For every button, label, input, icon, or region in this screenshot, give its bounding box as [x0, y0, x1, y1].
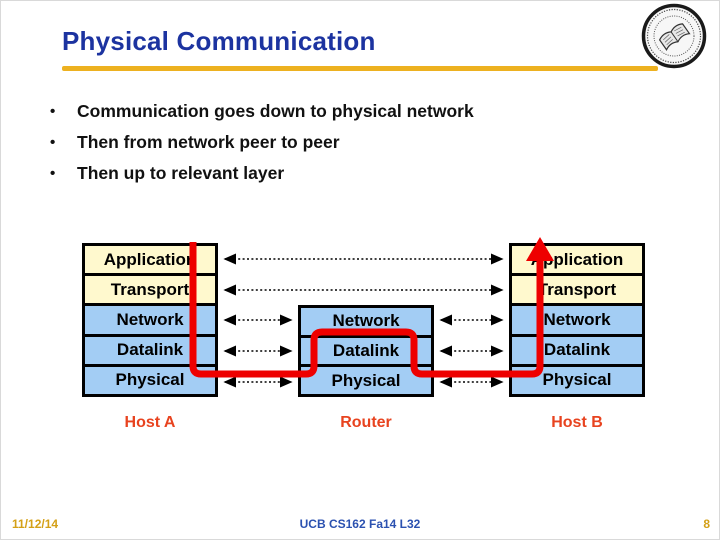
bullet-item: • Then up to relevant layer	[50, 158, 474, 189]
layer-physical: Physical	[85, 363, 215, 395]
bullet-item: • Then from network peer to peer	[50, 127, 474, 158]
bullet-marker: •	[50, 103, 56, 120]
protocol-stack-host-b: Application Transport Network Datalink P…	[509, 243, 645, 397]
layer-network: Network	[85, 303, 215, 334]
footer-page-number: 8	[703, 517, 710, 531]
protocol-stack-host-a: Application Transport Network Datalink P…	[82, 243, 218, 397]
layer-application: Application	[85, 246, 215, 274]
layer-datalink: Datalink	[85, 333, 215, 364]
host-a-label: Host A	[124, 414, 176, 431]
layer-datalink: Datalink	[301, 334, 431, 365]
layer-physical: Physical	[301, 364, 431, 395]
bullet-item: • Communication goes down to physical ne…	[50, 96, 474, 127]
title-underline	[62, 66, 658, 71]
bullet-marker: •	[50, 165, 56, 182]
layer-application: Application	[512, 246, 642, 274]
host-b-label: Host B	[551, 414, 603, 431]
layer-network: Network	[512, 303, 642, 334]
layer-datalink: Datalink	[512, 333, 642, 364]
layer-transport: Transport	[512, 273, 642, 304]
layer-physical: Physical	[512, 363, 642, 395]
bullet-text: Then from network peer to peer	[77, 132, 340, 152]
layer-network: Network	[301, 308, 431, 335]
bullet-marker: •	[50, 134, 56, 151]
footer-date: 11/12/14	[12, 517, 59, 531]
seal-graphic	[641, 3, 707, 69]
layer-transport: Transport	[85, 273, 215, 304]
bullet-text: Then up to relevant layer	[77, 163, 285, 183]
bullet-text: Communication goes down to physical netw…	[77, 101, 474, 121]
footer-course: UCB CS162 Fa14 L32	[299, 517, 421, 531]
uc-berkeley-seal-icon	[640, 3, 708, 69]
router-label: Router	[340, 414, 392, 431]
page-title: Physical Communication	[62, 26, 376, 56]
bullet-list: • Communication goes down to physical ne…	[50, 96, 474, 189]
protocol-stack-router: Network Datalink Physical	[298, 305, 434, 397]
